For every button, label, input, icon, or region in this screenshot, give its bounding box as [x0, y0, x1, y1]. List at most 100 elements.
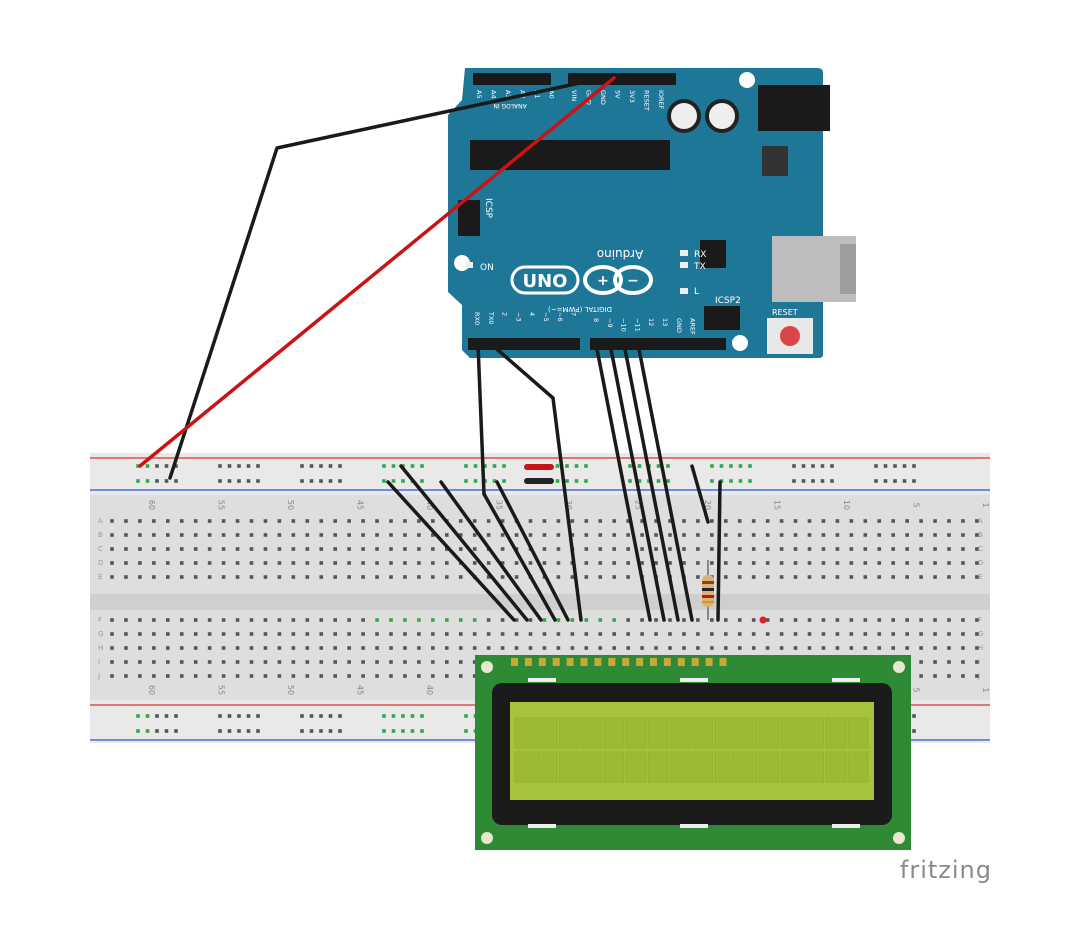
- hole: [919, 646, 923, 650]
- hole: [556, 533, 561, 537]
- lcd-char-cell: [714, 717, 736, 749]
- hole: [166, 618, 170, 622]
- row-letter: B: [98, 531, 103, 539]
- lcd-pin: [552, 658, 560, 666]
- hole: [737, 561, 742, 565]
- hole: [138, 547, 142, 551]
- wire-d10: [622, 342, 680, 622]
- pin-label: ~10: [620, 318, 628, 332]
- rail-hole: [811, 464, 815, 468]
- row-letter: A: [978, 517, 983, 525]
- lcd-char-cell: [603, 717, 625, 749]
- hole: [598, 575, 603, 579]
- hole: [570, 646, 575, 650]
- hole: [584, 618, 589, 622]
- hole: [110, 618, 114, 622]
- lcd-char-cell: [847, 751, 869, 783]
- rail-hole: [391, 479, 396, 483]
- hole: [765, 618, 770, 622]
- hole: [514, 632, 519, 636]
- hole: [682, 519, 686, 523]
- hole: [333, 519, 337, 523]
- rail-hole: [174, 714, 178, 718]
- hole: [431, 660, 435, 664]
- hole: [389, 632, 393, 636]
- hole: [696, 533, 700, 537]
- column-number: 60: [147, 500, 156, 510]
- hole: [654, 561, 658, 565]
- hole: [863, 561, 868, 565]
- rail-hole: [338, 729, 342, 733]
- hole: [445, 660, 449, 664]
- hole: [500, 618, 505, 622]
- hole: [445, 533, 449, 537]
- hole: [417, 561, 421, 565]
- hole: [849, 646, 854, 650]
- hole: [152, 533, 156, 537]
- arduino-brand-text: Arduino: [597, 247, 643, 261]
- hole: [500, 575, 505, 579]
- hole: [333, 618, 337, 622]
- hole: [947, 632, 951, 636]
- hole: [249, 547, 254, 551]
- hole: [263, 674, 268, 678]
- hole: [375, 561, 379, 565]
- lcd-char-cell: [559, 751, 580, 783]
- hole: [431, 547, 435, 551]
- lcd-pin: [663, 658, 671, 666]
- hole: [933, 660, 937, 664]
- hole: [486, 632, 491, 636]
- hole: [528, 646, 533, 650]
- hole: [919, 519, 923, 523]
- hole: [431, 575, 435, 579]
- hole: [737, 618, 742, 622]
- hole: [570, 519, 575, 523]
- reset-label: RESET: [772, 308, 798, 317]
- svg-text:−: −: [627, 273, 639, 289]
- hole: [919, 632, 923, 636]
- hole: [361, 575, 365, 579]
- lcd-char-cell: [781, 717, 802, 749]
- column-number: 50: [286, 500, 295, 510]
- hole: [235, 547, 240, 551]
- hole: [249, 519, 254, 523]
- pin-label: ~9: [606, 318, 614, 328]
- rail-hole: [748, 464, 752, 468]
- rail-hole: [912, 464, 916, 468]
- lcd-header-pins: [511, 658, 727, 666]
- hole: [598, 547, 603, 551]
- hole: [654, 632, 658, 636]
- rail-hole: [246, 479, 251, 483]
- hole: [835, 632, 840, 636]
- hole: [737, 575, 742, 579]
- hole: [319, 674, 324, 678]
- hole: [166, 674, 170, 678]
- hole: [556, 646, 561, 650]
- hole: [319, 533, 324, 537]
- hole: [891, 646, 895, 650]
- hole: [445, 561, 449, 565]
- hole: [626, 519, 630, 523]
- hole: [403, 632, 407, 636]
- hole: [472, 632, 477, 636]
- lcd-pin: [719, 658, 727, 666]
- rail-hole: [155, 479, 159, 483]
- hole: [584, 632, 589, 636]
- hole: [891, 632, 895, 636]
- rail-hole: [729, 464, 733, 468]
- hole: [138, 618, 142, 622]
- rail-hole: [382, 464, 386, 468]
- hole: [570, 533, 575, 537]
- hole: [612, 561, 616, 565]
- hole: [235, 618, 240, 622]
- icsp2-label: ICSP2: [715, 296, 741, 306]
- rail-hole: [309, 479, 314, 483]
- hole: [947, 547, 951, 551]
- rail-hole: [729, 479, 733, 483]
- hole: [333, 533, 337, 537]
- rail-hole: [912, 729, 916, 733]
- rail-hole: [748, 479, 752, 483]
- lcd-char-cell: [736, 751, 758, 783]
- rail-hole: [502, 464, 506, 468]
- rail-hole: [902, 479, 907, 483]
